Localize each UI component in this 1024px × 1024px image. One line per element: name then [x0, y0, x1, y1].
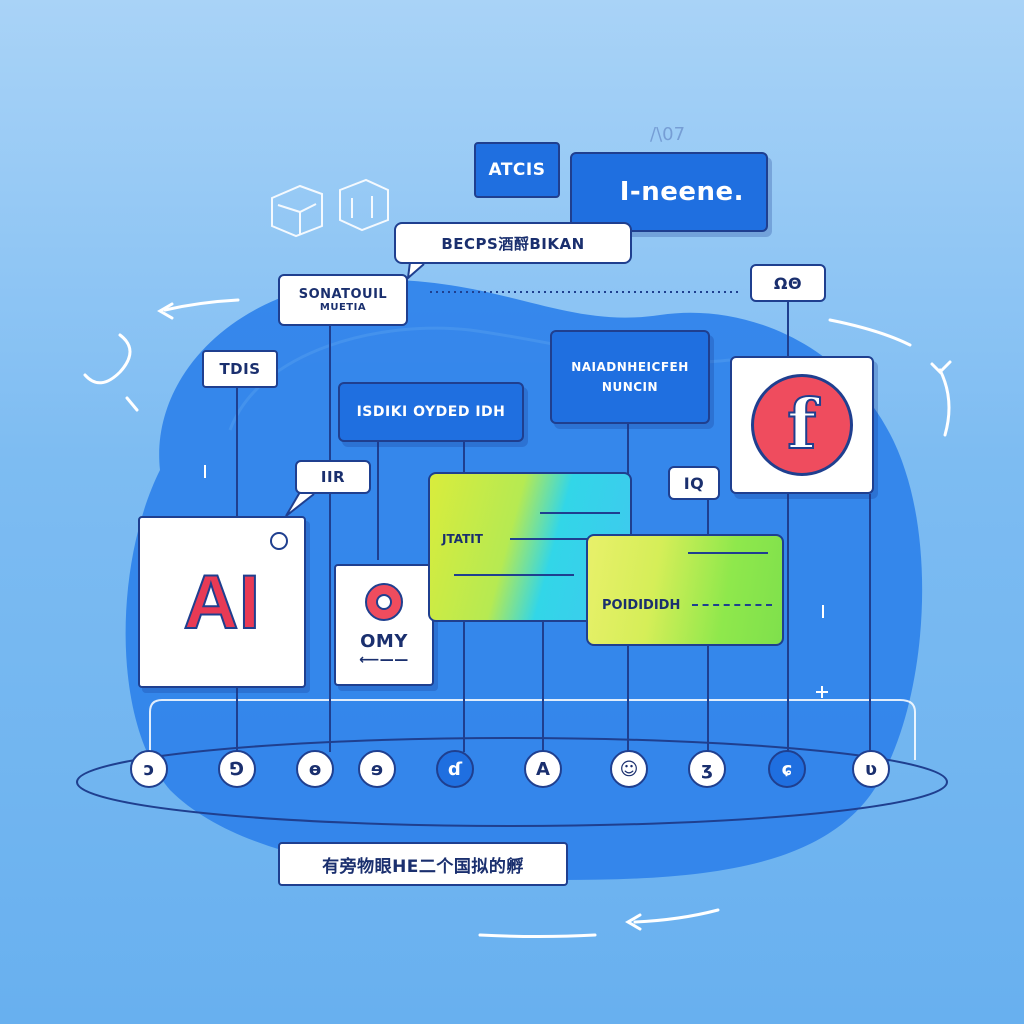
speech-bubble-main: BECPS酒酹BIKAN — [394, 222, 632, 264]
node-2-icon: ⅁ — [230, 758, 244, 780]
timeline-node-4[interactable]: ɘ — [358, 750, 396, 788]
node-10-icon: ʋ — [864, 758, 878, 780]
iq-text: IQ — [683, 473, 705, 493]
node-6-icon: A — [536, 758, 550, 780]
timeline-ellipse — [76, 737, 948, 827]
node-1-icon: ɔ — [143, 758, 155, 780]
timeline-node-5[interactable]: ɗ — [436, 750, 474, 788]
timeline-node-2[interactable]: ⅁ — [218, 750, 256, 788]
facebook-card: f — [730, 356, 874, 494]
node-4-icon: ɘ — [370, 758, 384, 780]
facebook-icon: f — [751, 374, 853, 476]
tdis-text: TDIS — [219, 360, 261, 378]
small-top-right-tag: ΩΘ — [750, 264, 826, 302]
blue-right-line2: NUNCIN — [601, 380, 659, 394]
green-card-line3 — [454, 574, 574, 576]
sonatouil-label: SONATOUIL MUETIA — [278, 274, 408, 326]
green-card2-text: POIDIDIDH — [602, 598, 681, 613]
node-7-icon: ☺ — [619, 758, 639, 780]
green-card2-line1 — [688, 552, 768, 554]
timeline-node-7[interactable]: ☺ — [610, 750, 648, 788]
sonatouil-line1: SONATOUIL — [298, 287, 388, 302]
top-right-banner: I-neene. — [570, 152, 768, 232]
timeline-node-3[interactable]: ɵ — [296, 750, 334, 788]
green-card-text: JTATIT — [442, 532, 483, 546]
iq-badge: IQ — [668, 466, 720, 500]
timeline-node-1[interactable]: ɔ — [130, 750, 168, 788]
sketch-icons — [271, 178, 389, 238]
timeline-node-10[interactable]: ʋ — [852, 750, 890, 788]
node-5-icon: ɗ — [447, 758, 463, 780]
banner-text: I-neene. — [619, 177, 744, 207]
bottom-caption: 有旁物眼HE二个国拟的孵 — [278, 842, 568, 886]
green-card-line2 — [510, 538, 610, 540]
timeline-node-6[interactable]: A — [524, 750, 562, 788]
green-card2-line2 — [692, 604, 772, 606]
node-8-icon: ʒ — [701, 758, 713, 780]
ai-logo-card: AI — [138, 516, 306, 688]
atcis-text: ATCIS — [488, 160, 546, 180]
record-icon — [365, 582, 403, 621]
blue-right-line1: NAIADNHEICFEH — [571, 360, 689, 374]
speech-small-text: IIR — [320, 468, 346, 486]
speech-small-tag: IIR — [295, 460, 371, 494]
omy-card: OMY ⟵—— — [334, 564, 434, 686]
facebook-glyph: f — [786, 385, 817, 465]
speech-bubble-text: BECPS酒酹BIKAN — [441, 234, 585, 253]
blue-center-text: ISDIKI OYDED IDH — [356, 404, 506, 420]
decorative-arrows — [83, 298, 952, 938]
tdis-tag: TDIS — [202, 350, 278, 388]
small-top-right-text: ΩΘ — [773, 273, 803, 293]
sonatouil-line2: MUETIA — [319, 302, 367, 313]
green-card-front: POIDIDIDH — [586, 534, 784, 646]
node-9-icon: ɕ — [781, 758, 793, 780]
atcis-tag: ATCIS — [474, 142, 560, 198]
timeline-node-9[interactable]: ɕ — [768, 750, 806, 788]
omy-arrow-icon: ⟵—— — [359, 651, 409, 668]
bottom-caption-text: 有旁物眼HE二个国拟的孵 — [322, 856, 524, 877]
ai-logo-text: AI — [183, 559, 262, 646]
green-card-line1 — [540, 512, 620, 514]
timeline-node-8[interactable]: ʒ — [688, 750, 726, 788]
blue-right-card: NAIADNHEICFEH NUNCIN — [550, 330, 710, 424]
omy-text: OMY — [360, 630, 408, 652]
ai-settings-icon — [270, 532, 288, 550]
sparkle-marks — [204, 465, 828, 698]
speech-tail-1 — [406, 261, 425, 281]
blue-center-card: ISDIKI OYDED IDH — [338, 382, 524, 442]
timeline-frame — [149, 699, 916, 770]
node-3-icon: ɵ — [308, 758, 322, 780]
top-scribble: /\07 — [650, 124, 685, 145]
